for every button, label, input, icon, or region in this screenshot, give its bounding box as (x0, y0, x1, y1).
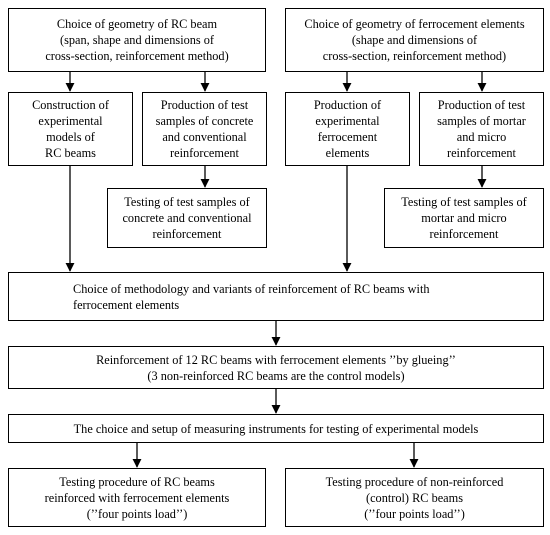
box-production-mortar-samples-text: Production of test samples of mortar and… (437, 98, 526, 160)
box-testing-concrete-samples-text: Testing of test samples of concrete and … (122, 195, 252, 241)
box-production-concrete-samples-text: Production of test samples of concrete a… (155, 98, 254, 160)
box-reinforcement-12-beams-text: Reinforcement of 12 RC beams with ferroc… (96, 352, 456, 383)
box-production-mortar-samples: Production of test samples of mortar and… (419, 92, 544, 166)
box-geometry-ferrocement-text: Choice of geometry of ferrocement elemen… (304, 17, 525, 63)
box-methodology: Choice of methodology and variants of re… (8, 272, 544, 321)
box-testing-reinforced-beams-text: Testing procedure of RC beams reinforced… (44, 474, 230, 521)
box-construction-models: Construction of experimental models of R… (8, 92, 133, 166)
box-geometry-rc-beam-text: Choice of geometry of RC beam (span, sha… (45, 17, 229, 63)
box-production-concrete-samples: Production of test samples of concrete a… (142, 92, 267, 166)
box-measuring-instruments-text: The choice and setup of measuring instru… (73, 421, 479, 436)
box-measuring-instruments: The choice and setup of measuring instru… (8, 414, 544, 443)
box-testing-mortar-samples-text: Testing of test samples of mortar and mi… (401, 195, 527, 241)
box-testing-mortar-samples: Testing of test samples of mortar and mi… (384, 188, 544, 248)
box-testing-nonreinforced-beams-text: Testing procedure of non-reinforced (con… (325, 474, 504, 521)
box-testing-nonreinforced-beams: Testing procedure of non-reinforced (con… (285, 468, 544, 527)
box-geometry-rc-beam: Choice of geometry of RC beam (span, sha… (8, 8, 266, 72)
box-reinforcement-12-beams: Reinforcement of 12 RC beams with ferroc… (8, 346, 544, 389)
box-testing-reinforced-beams: Testing procedure of RC beams reinforced… (8, 468, 266, 527)
box-construction-models-text: Construction of experimental models of R… (32, 98, 109, 160)
box-testing-concrete-samples: Testing of test samples of concrete and … (107, 188, 267, 248)
box-production-ferrocement-text: Production of experimental ferrocement e… (313, 98, 382, 160)
box-methodology-text: Choice of methodology and variants of re… (73, 281, 430, 312)
box-production-ferrocement: Production of experimental ferrocement e… (285, 92, 410, 166)
box-geometry-ferrocement: Choice of geometry of ferrocement elemen… (285, 8, 544, 72)
